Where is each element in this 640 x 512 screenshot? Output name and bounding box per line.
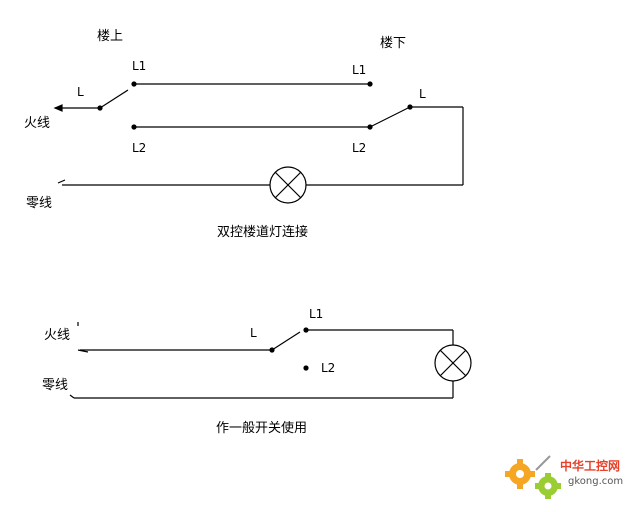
bottom-circuit bbox=[69, 322, 472, 399]
switch-l1-label-2: L1 bbox=[309, 307, 323, 321]
switch-l-label-2: L bbox=[250, 326, 257, 340]
downstairs-switch-l-label: L bbox=[419, 87, 426, 101]
upstairs-switch-l-label: L bbox=[77, 85, 84, 99]
neutral-wire-label-2: 零线 bbox=[42, 378, 68, 393]
bottom-caption: 作一般开关使用 bbox=[216, 420, 307, 436]
switch-l2-label-2: L2 bbox=[321, 361, 335, 375]
switch-blade-2 bbox=[271, 331, 301, 351]
neutral-wire-end bbox=[57, 179, 66, 184]
gear-icon bbox=[505, 455, 561, 499]
live-wire-label-2: 火线 bbox=[44, 328, 70, 343]
watermark-logo: 中华工控网 gkong.com bbox=[505, 455, 623, 499]
neutral-wire-label: 零线 bbox=[26, 196, 52, 211]
downstairs-switch-l1-label: L1 bbox=[352, 63, 366, 77]
downstairs-label: 楼下 bbox=[380, 36, 406, 51]
top-caption: 双控楼道灯连接 bbox=[217, 224, 308, 240]
upstairs-switch-blade bbox=[99, 89, 129, 109]
live-wire-label: 火线 bbox=[24, 116, 50, 131]
downstairs-switch-l2-label: L2 bbox=[352, 141, 366, 155]
upstairs-switch-l1-label: L1 bbox=[132, 59, 146, 73]
live-wire-arrow bbox=[53, 104, 63, 112]
watermark-url: gkong.com bbox=[568, 476, 623, 487]
watermark-name: 中华工控网 bbox=[560, 458, 620, 473]
upstairs-label: 楼上 bbox=[97, 29, 123, 44]
downstairs-switch-blade bbox=[369, 106, 411, 128]
terminal-dots bbox=[97, 81, 413, 371]
top-circuit bbox=[53, 83, 464, 204]
upstairs-switch-l2-label: L2 bbox=[132, 141, 146, 155]
lamp-symbol-top bbox=[269, 166, 307, 204]
